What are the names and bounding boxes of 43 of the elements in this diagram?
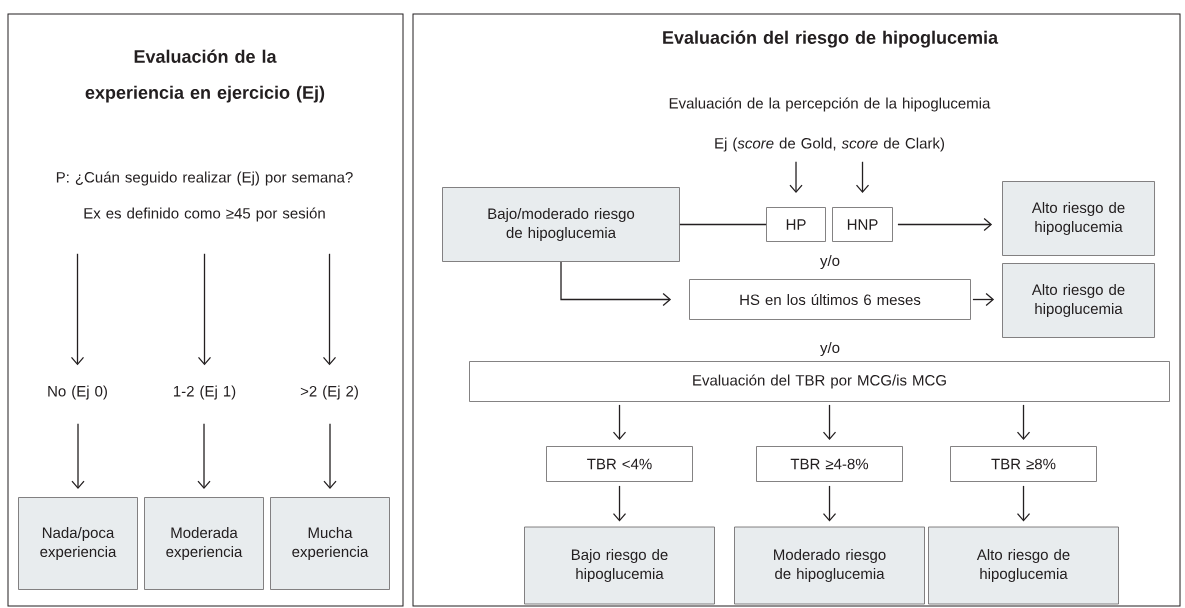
arrow (822, 485, 837, 522)
panel-title: Evaluación de la experiencia en ejercicio (Ej) (85, 49, 325, 103)
result-box: Mucha experiencia (270, 497, 390, 590)
process-box: TBR ≥4-8% (756, 446, 903, 482)
arrow (197, 423, 211, 490)
result-box: Alto riesgo de hipoglucemia (1002, 263, 1155, 338)
question-text: P: ¿Cuán seguido realizar (Ej) por semana? Ex es definido como ≥45 por sesión (56, 171, 353, 222)
process-box: HNP (832, 207, 893, 242)
arrow (612, 404, 627, 441)
arrow (197, 253, 212, 366)
connector-word: y/o (820, 255, 840, 269)
panel-title: Evaluación del riesgo de hipoglucemia (663, 30, 999, 48)
arrow (560, 261, 672, 307)
process-box: HS en los últimos 6 meses (689, 279, 971, 320)
question-text: Evaluación de la percepción de la hipoglucemia Ej (score de Gold, score de Clark) (669, 97, 991, 152)
arrow (972, 292, 995, 307)
result-box: Alto riesgo de hipoglucemia (1002, 181, 1155, 256)
question-text: >2 (Ej 2) (300, 385, 358, 400)
arrow (789, 161, 803, 194)
arrow (897, 217, 993, 232)
connector-word: y/o (820, 342, 840, 356)
arrow (612, 485, 627, 522)
arrow (822, 404, 837, 441)
connector-line (679, 223, 767, 226)
result-box: Bajo/moderado riesgo de hipoglucemia (442, 187, 680, 262)
arrow (322, 253, 337, 366)
question-text: No (Ej 0) (48, 385, 107, 400)
process-box: TBR ≥8% (950, 446, 1097, 482)
arrow (1016, 404, 1031, 441)
result-box: Moderada experiencia (144, 497, 264, 590)
arrow (70, 253, 85, 366)
process-box: TBR <4% (546, 446, 693, 482)
result-box: Moderado riesgo de hipoglucemia (734, 526, 925, 605)
result-box: Bajo riesgo de hipoglucemia (524, 526, 715, 605)
question-text: 1-2 (Ej 1) (174, 385, 236, 400)
result-box: Alto riesgo de hipoglucemia (928, 526, 1119, 605)
arrow (1016, 485, 1031, 522)
arrow (71, 423, 85, 490)
arrow (855, 161, 870, 194)
process-box: Evaluación del TBR por MCG/is MCG (469, 361, 1170, 402)
process-box: HP (766, 207, 826, 242)
arrow (323, 423, 337, 490)
result-box: Nada/poca experiencia (18, 497, 138, 590)
